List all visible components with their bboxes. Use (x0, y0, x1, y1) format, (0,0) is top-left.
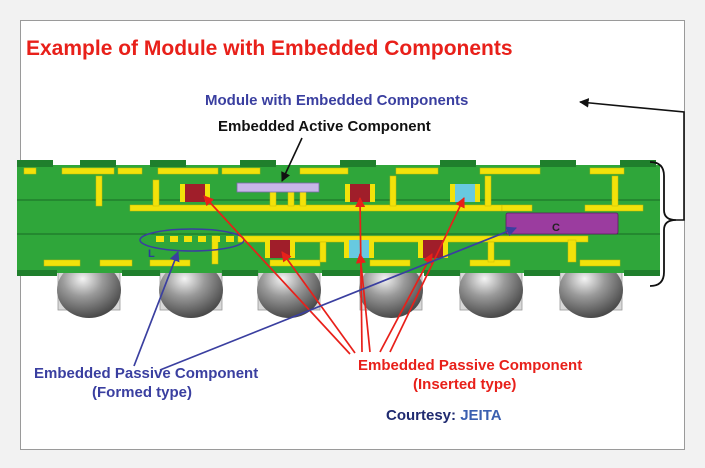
courtesy-prefix: Courtesy: (386, 407, 461, 424)
surface-resist (17, 160, 660, 276)
formed-arrows (133, 226, 517, 371)
capacitor-label: C (552, 222, 560, 234)
copper-traces (23, 167, 644, 267)
inductor-label: L (148, 248, 155, 260)
passive-formed-label: Embedded Passive Component (34, 365, 259, 382)
courtesy-org: JEITA (460, 407, 502, 424)
module-arrow (579, 98, 685, 221)
active-arrow (281, 137, 303, 182)
courtesy-line: Courtesy: JEITA (386, 407, 502, 424)
page-title: Example of Module with Embedded Componen… (26, 37, 513, 60)
solder-balls (57, 262, 623, 318)
inserted-arrows (203, 195, 465, 355)
formed-capacitor (505, 212, 619, 235)
module-label: Module with Embedded Components (205, 92, 469, 109)
active-component-label: Embedded Active Component (218, 118, 431, 135)
embedded-active-chip (236, 182, 320, 193)
passive-inserted-type: (Inserted type) (413, 376, 517, 393)
passive-formed-type: (Formed type) (92, 384, 193, 401)
passive-inserted-label: Embedded Passive Component (358, 357, 583, 374)
